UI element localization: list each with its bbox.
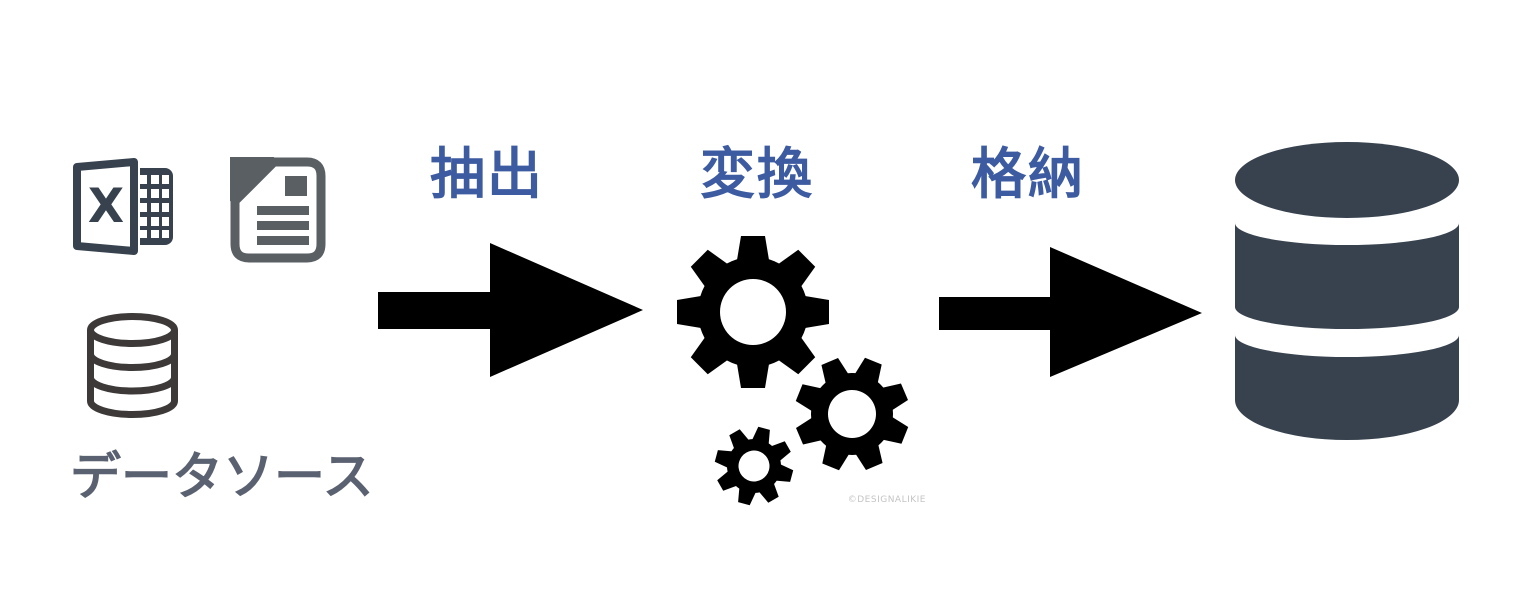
transform-label: 変換 xyxy=(700,142,815,206)
excel-letter: X xyxy=(88,179,124,234)
gears-icon: ©DESIGNALIKIE xyxy=(647,222,936,514)
database-icon xyxy=(1207,139,1487,441)
right-arrow-icon xyxy=(939,247,1202,377)
right-arrow-icon xyxy=(378,243,643,377)
data-source-label: データソース xyxy=(70,448,374,507)
excel-file-icon: X xyxy=(72,158,173,255)
extract-label: 抽出 xyxy=(430,142,545,206)
load-arrow xyxy=(939,246,1208,383)
watermark-text: ©DESIGNALIKIE xyxy=(847,495,926,505)
database-outline-icon xyxy=(87,313,178,418)
document-file-icon xyxy=(228,155,328,265)
load-label: 格納 xyxy=(971,142,1086,206)
extract-arrow xyxy=(378,241,644,382)
